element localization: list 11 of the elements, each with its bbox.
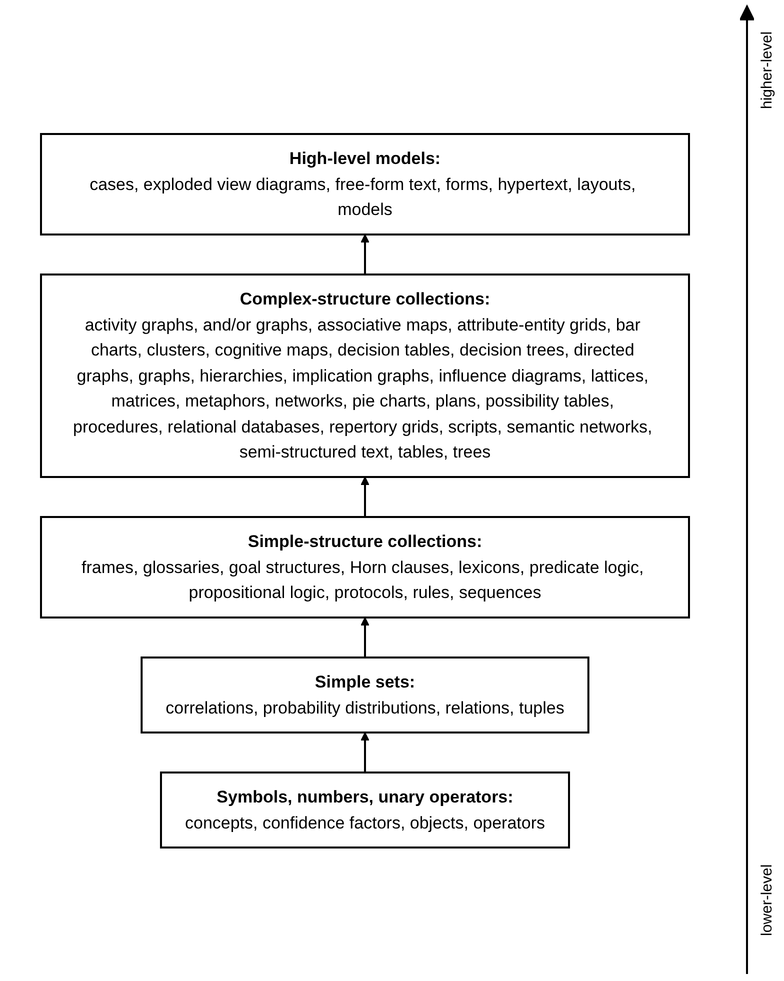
axis-label: higher-level	[758, 31, 776, 109]
node-box: Complex-structure collections: activity graphs, and/or graphs, associative maps, attribute-entity grids, bar charts, clusters, cognitive maps, decision tables, decision trees, directed graphs, graphs, hierarchies, implication graphs, influence diagrams, lattices, matrices, metaphors, networks, pie charts, plans, possibility tables, procedures, relational databases, repertory grids, scripts, semantic networks, semi-structured text, tables, trees	[40, 273, 690, 478]
arrow	[360, 476, 370, 517]
node-box: High-level models: cases, exploded view diagrams, free-form text, forms, hypertext, layouts, models	[40, 132, 690, 236]
axis-label: lower-level	[758, 864, 776, 936]
node-box: Simple-structure collections: frames, glossaries, goal structures, Horn clauses, lexicons, predicate logic, propositional logic, protocols, rules, sequences	[40, 516, 690, 618]
node-box: Simple sets: correlations, probability distributions, relations, tuples	[140, 656, 590, 734]
arrow	[360, 732, 370, 772]
arrow	[360, 234, 370, 274]
arrow	[360, 616, 370, 658]
node-box: Symbols, numbers, unary operators: concepts, confidence factors, objects, operators	[160, 771, 570, 848]
